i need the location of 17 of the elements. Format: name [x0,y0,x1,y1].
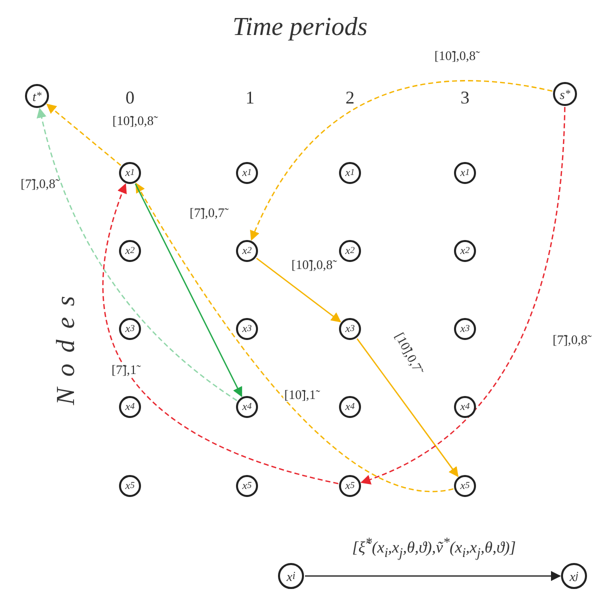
arrow [46,104,122,166]
arrow [356,338,458,478]
arrow [360,106,566,484]
arrow [256,258,342,322]
period-number: 1 [246,88,254,108]
arrow [36,108,238,402]
period-number: 0 [126,88,134,108]
arrow [102,183,338,484]
arrow [305,571,561,581]
arrow [135,182,454,492]
arrow [250,80,552,241]
edge-label: [ξ̃$^{*}$(x$_{i}$,x$_{j}$,θ,ϑ),ṽ$^{*}$(x$_{i}$,x$_{j}$,θ,ϑ)] [351,535,517,561]
period-number: 3 [460,88,470,108]
axis-title: Nodes [51,285,81,405]
title: Time periods [232,12,368,42]
period-number: 2 [346,88,354,108]
arrow [134,183,242,398]
